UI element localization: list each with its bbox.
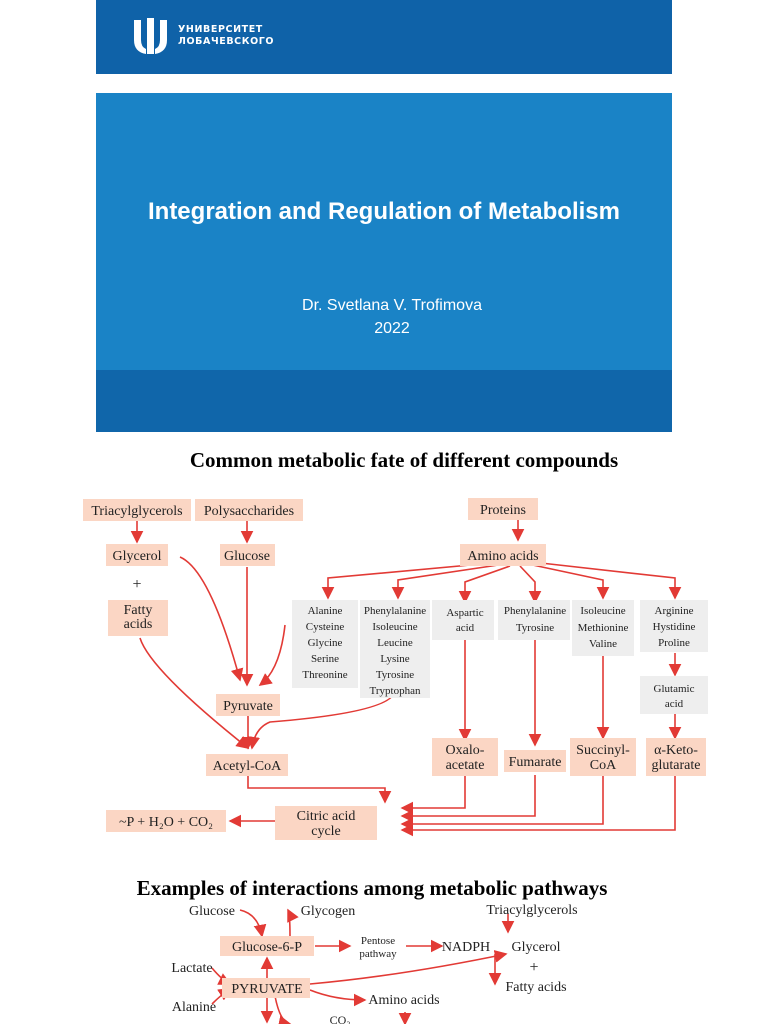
university-banner — [96, 0, 672, 74]
aa-group5-item: Isoleucine — [580, 605, 625, 617]
node-pyruvate: Pyruvate — [223, 699, 273, 714]
aa-group3-item: acid — [456, 622, 475, 634]
node-ketoglutarate-line1: α-Keto- — [654, 743, 698, 758]
node-nadph: NADPH — [442, 940, 490, 955]
aa-group6-item: Arginine — [655, 605, 694, 617]
title-slide-footer-band — [96, 370, 672, 432]
node-plus-2: + — [529, 959, 538, 976]
logo-line-2: ЛОБАЧЕВСКОГО — [178, 36, 275, 47]
aa-group4-item: Tyrosine — [516, 622, 554, 634]
node-energy-output: ~P + H₂O + CO₂ — [119, 815, 213, 830]
node-glutamic-acid-line1: Glutamic — [654, 683, 695, 695]
aa-group2-item: Isoleucine — [372, 621, 417, 633]
aa-group1-item: Cysteine — [306, 621, 345, 633]
node-alanine: Alanine — [172, 1000, 216, 1015]
node-proteins: Proteins — [480, 503, 526, 518]
section-heading-pathway-interactions: Examples of interactions among metabolic… — [136, 876, 608, 900]
university-logo-text: УНИВЕРСИТЕТ ЛОБАЧЕВСКОГО — [178, 24, 274, 48]
node-amino-acids-2: Amino acids — [368, 993, 439, 1008]
node-succinyl-coa-line1: Succinyl- — [576, 743, 630, 758]
aa-group1-item: Threonine — [302, 669, 347, 681]
node-polysaccharides: Polysaccharides — [204, 504, 294, 519]
node-fatty-acids-line2: acids — [124, 617, 153, 632]
aa-group5-item: Valine — [589, 638, 617, 650]
node-fatty-acids-line1: Fatty — [124, 603, 153, 618]
node-glutamic-acid-line2: acid — [665, 698, 684, 710]
aa-group4-item: Phenylalanine — [504, 605, 566, 617]
slide-year: 2022 — [374, 320, 410, 337]
node-ketoglutarate-line2: glutarate — [652, 758, 701, 773]
node-plus: + — [132, 576, 141, 593]
aa-group1-item: Glycine — [308, 637, 343, 649]
node-succinyl-coa-line2: CoA — [590, 758, 617, 773]
node-pentose-pathway-line2: pathway — [359, 948, 397, 960]
node-glucose-2: Glucose — [189, 904, 235, 919]
node-fumarate: Fumarate — [509, 755, 562, 770]
aa-group2-item: Tyrosine — [376, 669, 414, 681]
node-fatty-acids-2: Fatty acids — [505, 980, 566, 995]
logo-line-1: УНИВЕРСИТЕТ — [178, 24, 263, 35]
node-glycerol-2: Glycerol — [512, 940, 561, 955]
aa-group6-item: Hystidine — [653, 621, 696, 633]
slide-title: Integration and Regulation of Metabolism — [147, 198, 620, 225]
node-glycerol: Glycerol — [113, 549, 162, 564]
node-citric-acid-line1: Citric acid — [297, 809, 356, 824]
aa-group5-item: Methionine — [578, 622, 629, 634]
node-pyruvate-2: PYRUVATE — [231, 982, 302, 997]
aa-group2-item: Lysine — [380, 653, 409, 665]
aa-group2-item: Phenylalanine — [364, 605, 426, 617]
node-amino-acids: Amino acids — [467, 549, 538, 564]
node-glycogen: Glycogen — [301, 904, 355, 919]
slide-author: Dr. Svetlana V. Trofimova — [302, 297, 482, 314]
node-triacylglycerols-2: Triacylglycerols — [486, 903, 577, 918]
node-lactate: Lactate — [171, 961, 212, 976]
node-glucose-6-p: Glucose-6-P — [232, 940, 302, 955]
node-oxaloacetate-line1: Oxalo- — [446, 743, 485, 758]
node-oxaloacetate-line2: acetate — [446, 758, 485, 773]
aa-group2-item: Tryptophan — [370, 685, 421, 697]
aa-group1-item: Serine — [311, 653, 339, 665]
section-heading-metabolic-fate: Common metabolic fate of different compo… — [189, 448, 619, 472]
university-logo-icon — [134, 18, 167, 54]
aa-group6-item: Proline — [658, 637, 690, 649]
aa-group3-item: Aspartic — [446, 607, 483, 619]
node-citric-acid-line2: cycle — [311, 824, 341, 839]
aa-group1-item: Alanine — [308, 605, 343, 617]
node-pentose-pathway-line1: Pentose — [361, 935, 395, 947]
node-glucose: Glucose — [224, 549, 270, 564]
node-acetyl-coa: Acetyl-CoA — [213, 759, 282, 774]
aa-group2-item: Leucine — [377, 637, 413, 649]
metabolic-fate-diagram: Triacylglycerols Polysaccharides Protein… — [83, 498, 708, 840]
node-triacylglycerols: Triacylglycerols — [91, 504, 182, 519]
pathway-interactions-diagram: Glucose Glycogen Triacylglycerols Glucos… — [171, 903, 578, 1024]
node-co2: CO₂ — [330, 1013, 351, 1024]
